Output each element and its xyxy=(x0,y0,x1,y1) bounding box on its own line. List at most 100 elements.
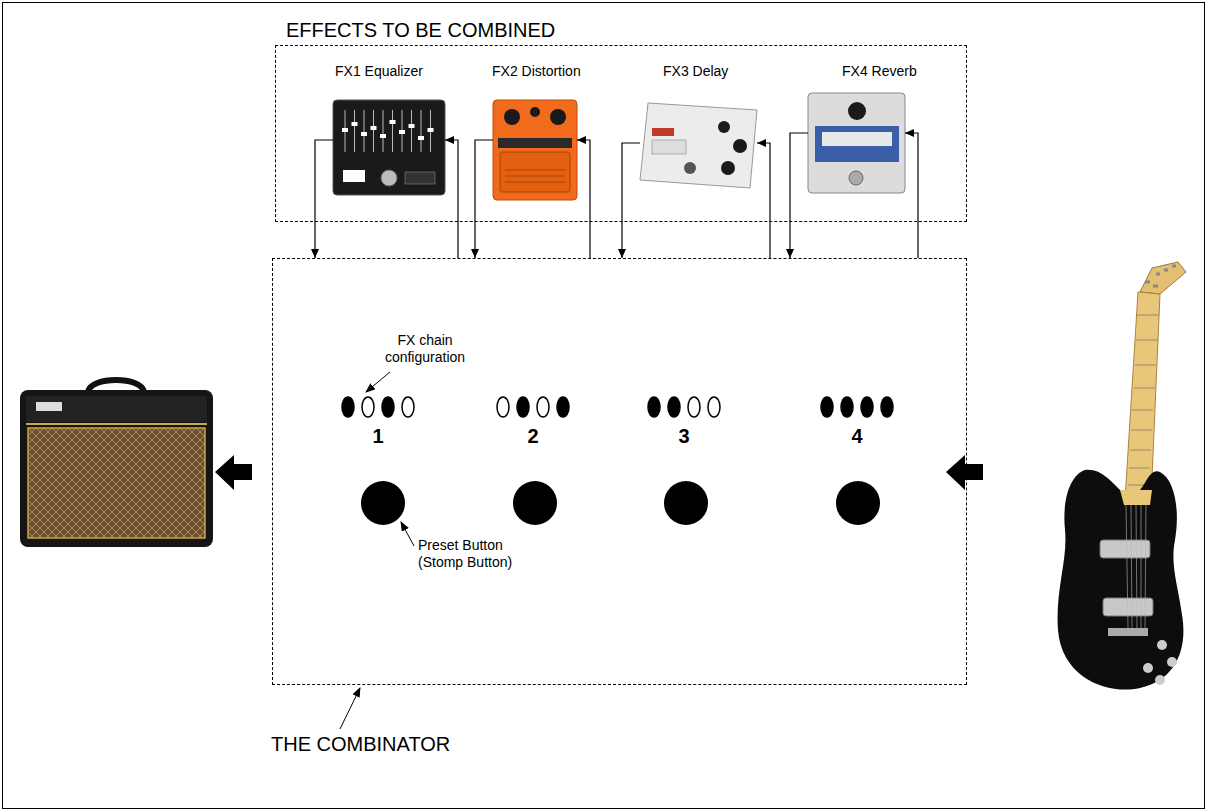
signal-arrow xyxy=(215,455,252,490)
leader-line xyxy=(401,522,414,546)
guitar-body xyxy=(1058,470,1184,690)
connector-line xyxy=(790,133,808,258)
reverb-pedal-illustration xyxy=(808,93,905,193)
delay-knob xyxy=(733,139,747,153)
guitar-neck-heel xyxy=(1120,490,1152,505)
arrow-head xyxy=(757,139,766,147)
eq-pedal-illustration xyxy=(333,100,445,195)
signal-connector xyxy=(445,136,458,258)
fx-on-indicator xyxy=(841,397,853,417)
callout-label: FX chain configuration xyxy=(375,332,475,366)
distortion-pedal-illustration xyxy=(493,100,577,200)
guitar-tuners xyxy=(1145,266,1176,286)
pedal-label: FX1 Equalizer xyxy=(335,63,423,80)
connector-line xyxy=(577,140,590,258)
guitar-frets xyxy=(1128,315,1159,485)
distortion-knob xyxy=(550,109,566,125)
fx-on-indicator xyxy=(668,397,680,417)
arrow-head xyxy=(311,249,319,258)
delay-footswitch xyxy=(684,162,696,174)
signal-arrow xyxy=(946,455,983,490)
amplifier-illustration xyxy=(20,380,213,547)
guitar-headstock xyxy=(1140,262,1186,294)
fx-on-indicator xyxy=(382,397,394,417)
stomp-button xyxy=(836,481,880,525)
distortion-label-strip xyxy=(498,138,572,148)
fx-on-indicator xyxy=(861,397,873,417)
callout-label: Preset Button (Stomp Button) xyxy=(418,537,530,571)
fx-on-indicator xyxy=(342,397,354,417)
fx-on-indicator xyxy=(881,397,893,417)
guitar-knob xyxy=(1143,663,1153,673)
delay-pedal-illustration xyxy=(640,103,757,188)
delay-pedal-body xyxy=(640,103,757,188)
amp-control-panel xyxy=(26,396,207,422)
eq-badge xyxy=(405,172,435,184)
distortion-knob xyxy=(504,109,520,125)
fx-off-indicator xyxy=(537,397,549,417)
reverb-blue-panel xyxy=(815,126,899,162)
connector-line xyxy=(475,140,493,258)
amp-grille xyxy=(28,428,205,538)
combinator-box: THE COMBINATOR xyxy=(272,258,967,685)
stomp-button xyxy=(664,481,708,525)
guitar-bridge xyxy=(1108,628,1148,636)
effect-pedal: FX4 Reverb xyxy=(808,93,905,193)
preset-number: 1 xyxy=(358,424,398,448)
fx-off-indicator xyxy=(688,397,700,417)
pedal-label: FX4 Reverb xyxy=(842,63,917,80)
arrow-head xyxy=(577,136,586,144)
outer-frame xyxy=(3,3,1205,809)
distortion-pedal-body xyxy=(493,100,577,200)
signal-connector xyxy=(786,133,808,258)
fx-off-indicator xyxy=(497,397,509,417)
distortion-ridges xyxy=(505,170,565,182)
distortion-knob xyxy=(530,107,540,117)
eq-footswitch xyxy=(381,170,397,186)
arrow-head xyxy=(905,129,914,137)
effect-pedal: FX1 Equalizer xyxy=(333,100,445,195)
fx-chain-indicators xyxy=(342,397,893,417)
fx-on-indicator xyxy=(648,397,660,417)
signal-connector xyxy=(618,143,640,258)
effect-pedal: FX2 Distortion xyxy=(493,100,577,200)
signal-connector xyxy=(311,140,333,258)
preset-number: 2 xyxy=(513,424,553,448)
guitar-strings xyxy=(1126,505,1146,628)
group-heading: EFFECTS TO BE COMBINED xyxy=(286,18,555,42)
pedal-label: FX3 Delay xyxy=(663,63,728,80)
signal-connector xyxy=(577,136,590,258)
guitar-neck xyxy=(1125,292,1160,500)
amp-logo-plate xyxy=(36,402,62,411)
leader-line xyxy=(366,372,390,392)
guitar-knob xyxy=(1155,675,1165,685)
delay-logo-plate xyxy=(652,128,674,136)
pedal-label: FX2 Distortion xyxy=(492,63,581,80)
eq-logo-plate xyxy=(343,170,365,182)
connector-line xyxy=(622,143,640,258)
reverb-footswitch xyxy=(849,171,863,185)
connector-line xyxy=(905,133,918,258)
connector-line xyxy=(315,140,333,258)
signal-connector xyxy=(905,129,918,258)
group-heading: THE COMBINATOR xyxy=(271,732,450,756)
effects-group-box: EFFECTS TO BE COMBINEDFX1 EqualizerFX2 D… xyxy=(275,45,967,222)
guitar-pickup xyxy=(1100,540,1150,558)
distortion-footplate xyxy=(500,152,570,192)
arrow-head xyxy=(786,249,794,258)
eq-slider-tracks xyxy=(345,110,431,152)
guitar-knob xyxy=(1167,657,1177,667)
preset-number: 4 xyxy=(837,424,877,448)
eq-pedal-body xyxy=(333,100,445,195)
arrow-head xyxy=(618,249,626,258)
stomp-button xyxy=(361,481,405,525)
connector-line xyxy=(757,143,770,258)
signal-connector xyxy=(471,140,493,258)
fx-on-indicator xyxy=(557,397,569,417)
signal-connector xyxy=(757,139,770,258)
delay-knob xyxy=(718,121,730,133)
reverb-pedal-body xyxy=(808,93,905,193)
